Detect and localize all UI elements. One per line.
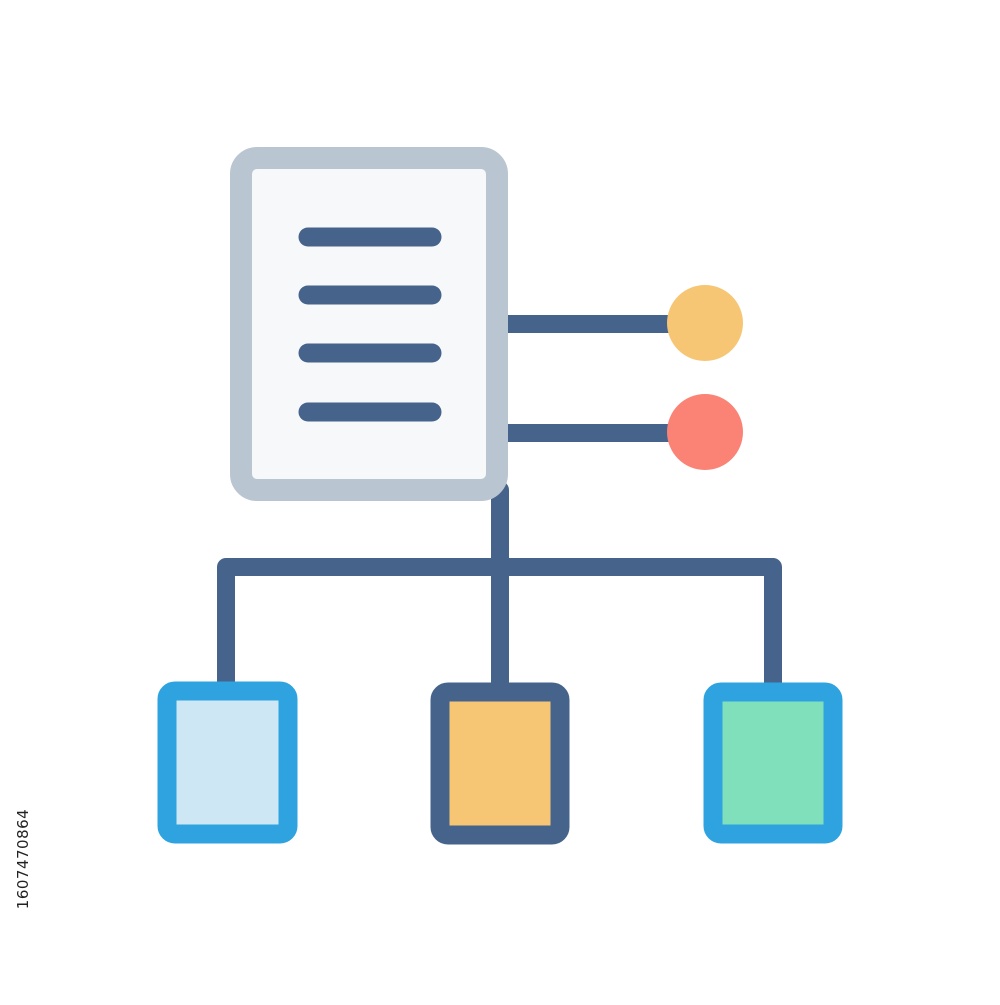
connector-lines [217,315,782,699]
connector-branch [217,558,782,699]
document-page [230,147,508,501]
document-text-lines [298,227,442,422]
yellow-dot [667,285,743,361]
stock-id-label: 1607470864 [14,808,32,910]
document-icon [230,147,508,501]
light-blue-box [157,681,298,844]
orange-box [430,682,570,845]
red-dot [667,394,743,470]
green-box [703,682,843,844]
